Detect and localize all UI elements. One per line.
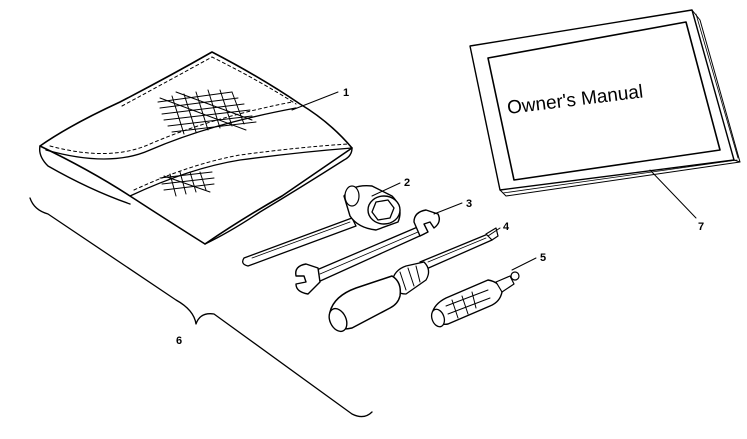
- kit-bracket: [29, 197, 373, 418]
- leader-4: [487, 227, 501, 237]
- leader-1: [291, 91, 339, 111]
- hex-key-icon: [242, 185, 401, 267]
- callout-7: 7: [698, 221, 704, 233]
- open-end-wrench-icon: [295, 209, 441, 295]
- leader-5: [511, 257, 537, 271]
- leader-2: [371, 182, 401, 197]
- callout-2: 2: [404, 177, 410, 189]
- leader-3: [433, 202, 463, 215]
- callout-1: 1: [343, 87, 349, 99]
- spark-plug-icon: [430, 271, 520, 328]
- callout-6: 6: [176, 335, 182, 347]
- tool-pouch-icon: [38, 51, 353, 245]
- leader-7: [649, 169, 697, 219]
- callout-leaders: [291, 91, 697, 271]
- callout-5: 5: [540, 252, 546, 264]
- screwdriver-icon: [328, 227, 499, 333]
- owners-manual-icon: Owner's Manual: [469, 9, 741, 197]
- callout-3: 3: [466, 198, 472, 210]
- callout-4: 4: [503, 221, 510, 233]
